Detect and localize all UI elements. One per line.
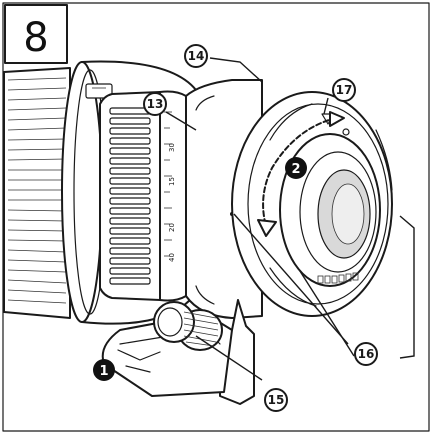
callout-14: 14: [184, 44, 208, 68]
svg-text:1: 1: [99, 364, 108, 379]
scale-label-20: 20: [168, 223, 176, 232]
svg-text:16: 16: [358, 347, 375, 361]
leader-16b: [233, 213, 349, 345]
scale-label-40: 40: [168, 253, 176, 262]
focus-ring: [99, 91, 161, 301]
leader-lines: [165, 57, 415, 381]
svg-text:17: 17: [336, 83, 353, 97]
badge-1: 1: [93, 359, 115, 381]
svg-text:13: 13: [147, 97, 164, 111]
rear-bayonet-mount: [231, 91, 393, 317]
svg-text:14: 14: [188, 49, 205, 63]
rotation-arrow: [257, 111, 345, 237]
callout-15: 15: [264, 388, 288, 412]
leader-15: [195, 335, 263, 381]
svg-text:2: 2: [291, 162, 300, 177]
step-number: 8: [23, 15, 48, 61]
scale-label-30: 30: [168, 143, 176, 152]
callout-13: 13: [143, 92, 167, 116]
lock-pin: [342, 128, 350, 136]
distance-scale-ring: 30 15 20 40: [159, 90, 187, 302]
scale-label-15: 15: [168, 177, 176, 186]
tripod-lock-knob: [153, 301, 223, 351]
badge-2: 2: [285, 157, 307, 179]
leader-13: [165, 111, 197, 131]
leader-17: [323, 97, 329, 115]
leader-mount-right: [399, 215, 415, 359]
leader-16a: [297, 267, 355, 357]
svg-text:15: 15: [268, 393, 285, 407]
leader-14: [209, 57, 263, 83]
step-number-box: 8: [4, 4, 68, 64]
callout-17: 17: [332, 78, 356, 102]
callout-16: 16: [354, 342, 378, 366]
